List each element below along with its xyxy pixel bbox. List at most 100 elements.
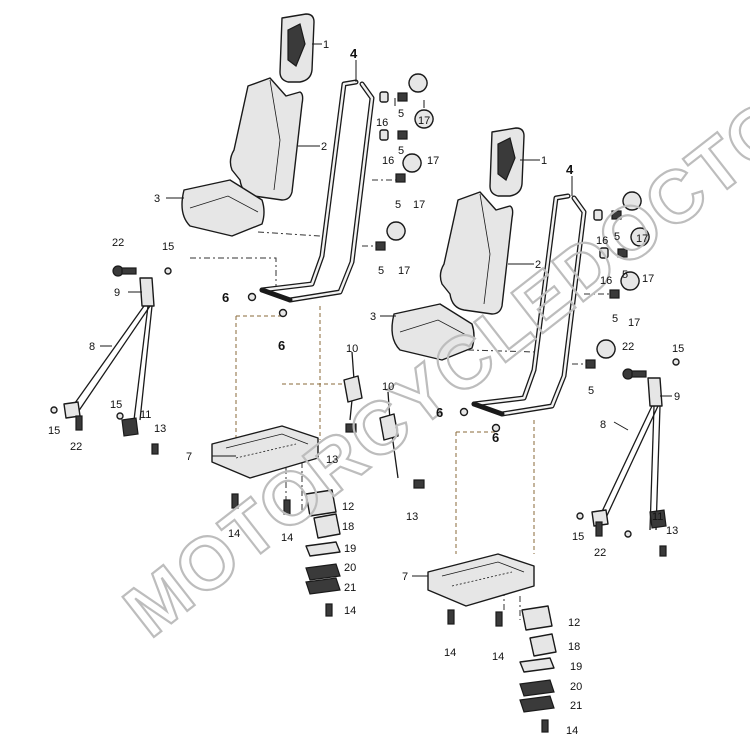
callout-16: 16	[376, 117, 388, 129]
callout-12: 12	[342, 501, 354, 513]
seat-belt-left	[63, 277, 155, 421]
slider-rail-left	[211, 425, 319, 479]
callout-14: 14	[444, 647, 456, 659]
callout-1: 1	[323, 39, 329, 51]
callout-21: 21	[344, 582, 356, 594]
watermark-text: MOTORCYCLEDOCTOR	[109, 48, 750, 653]
callout-20: 20	[344, 562, 356, 574]
seat-belt-right	[591, 377, 663, 531]
callout-22: 22	[594, 547, 606, 559]
cushion-right	[391, 303, 475, 361]
callout-4: 4	[566, 162, 574, 177]
leader-lines	[100, 43, 672, 577]
washer-left-b	[278, 308, 288, 318]
seat-frame-right	[471, 193, 587, 417]
callout-10: 10	[382, 381, 394, 393]
callout-8: 8	[600, 419, 606, 431]
buckle-right	[649, 509, 667, 529]
callout-13: 13	[326, 454, 338, 466]
headrest-right	[489, 127, 525, 197]
callout-5: 5	[378, 265, 384, 277]
washer-right-a	[459, 407, 469, 417]
callout-5: 5	[588, 385, 594, 397]
callout-15: 15	[110, 399, 122, 411]
callout-21: 21	[570, 700, 582, 712]
belt-bolts-right	[576, 358, 680, 557]
callout-16: 16	[382, 155, 394, 167]
backrest-left	[229, 77, 304, 201]
right-seat-assembly	[379, 127, 680, 733]
callout-8: 8	[89, 341, 95, 353]
callout-15: 15	[162, 241, 174, 253]
callout-5: 5	[612, 313, 618, 325]
callout-14: 14	[344, 605, 356, 617]
lever-right	[379, 391, 425, 489]
callout-17: 17	[427, 155, 439, 167]
callout-15: 15	[672, 343, 684, 355]
callout-16: 16	[596, 235, 608, 247]
slider-rail-right	[427, 553, 535, 607]
frame-hardware-left	[375, 73, 434, 251]
callout-7: 7	[186, 451, 192, 463]
callout-5: 5	[398, 145, 404, 157]
callouts-left: 1 2 3 4 5 5 5 5 6 6 7 8 9 10 11 12 13 13…	[48, 39, 439, 617]
backrest-right	[439, 191, 514, 315]
callout-18: 18	[568, 641, 580, 653]
latch-stack-right	[447, 605, 557, 733]
washer-right-b	[491, 423, 501, 433]
callout-3: 3	[370, 311, 376, 323]
callout-11: 11	[140, 409, 151, 421]
callout-17: 17	[642, 273, 654, 285]
callout-14: 14	[228, 528, 240, 540]
assembly-lines-left	[190, 179, 396, 512]
callout-5: 5	[622, 269, 628, 281]
callout-19: 19	[570, 661, 582, 673]
callout-5: 5	[614, 231, 620, 243]
callouts-right: 1 2 3 4 5 5 5 5 6 6 7 8 9 10 11 12 13 13…	[370, 155, 684, 737]
callout-5: 5	[395, 199, 401, 211]
assembly-lines-right	[455, 293, 610, 620]
left-seat-assembly	[50, 13, 434, 617]
callout-22: 22	[70, 441, 82, 453]
callout-1: 1	[541, 155, 547, 167]
callout-17: 17	[628, 317, 640, 329]
washer-left-a	[247, 292, 257, 302]
callout-4: 4	[350, 46, 358, 61]
callout-14: 14	[492, 651, 504, 663]
callout-2: 2	[321, 141, 327, 153]
callout-14: 14	[566, 725, 578, 737]
latch-stack-left	[231, 489, 341, 617]
callout-6: 6	[222, 290, 229, 305]
headrest-left	[279, 13, 315, 83]
callout-17: 17	[413, 199, 425, 211]
callout-20: 20	[570, 681, 582, 693]
callout-12: 12	[568, 617, 580, 629]
callout-16: 16	[600, 275, 612, 287]
callout-7: 7	[402, 571, 408, 583]
callout-18: 18	[342, 521, 354, 533]
cushion-left	[181, 179, 265, 237]
callout-6: 6	[278, 338, 285, 353]
callout-6: 6	[436, 405, 443, 420]
callout-6: 6	[492, 430, 499, 445]
callout-17: 17	[418, 115, 430, 127]
callout-10: 10	[346, 343, 358, 355]
callout-2: 2	[535, 259, 541, 271]
callout-3: 3	[154, 193, 160, 205]
callout-13: 13	[154, 423, 166, 435]
callout-17: 17	[398, 265, 410, 277]
callout-15: 15	[48, 425, 60, 437]
callout-15: 15	[572, 531, 584, 543]
callout-19: 19	[344, 543, 356, 555]
callout-13: 13	[666, 525, 678, 537]
callout-14: 14	[281, 532, 293, 544]
seat-frame-left	[259, 79, 375, 303]
callout-11: 11	[652, 511, 663, 523]
callout-9: 9	[114, 287, 120, 299]
callout-9: 9	[674, 391, 680, 403]
callout-22: 22	[622, 341, 634, 353]
callout-13: 13	[406, 511, 418, 523]
callout-22: 22	[112, 237, 124, 249]
callout-5: 5	[398, 108, 404, 120]
